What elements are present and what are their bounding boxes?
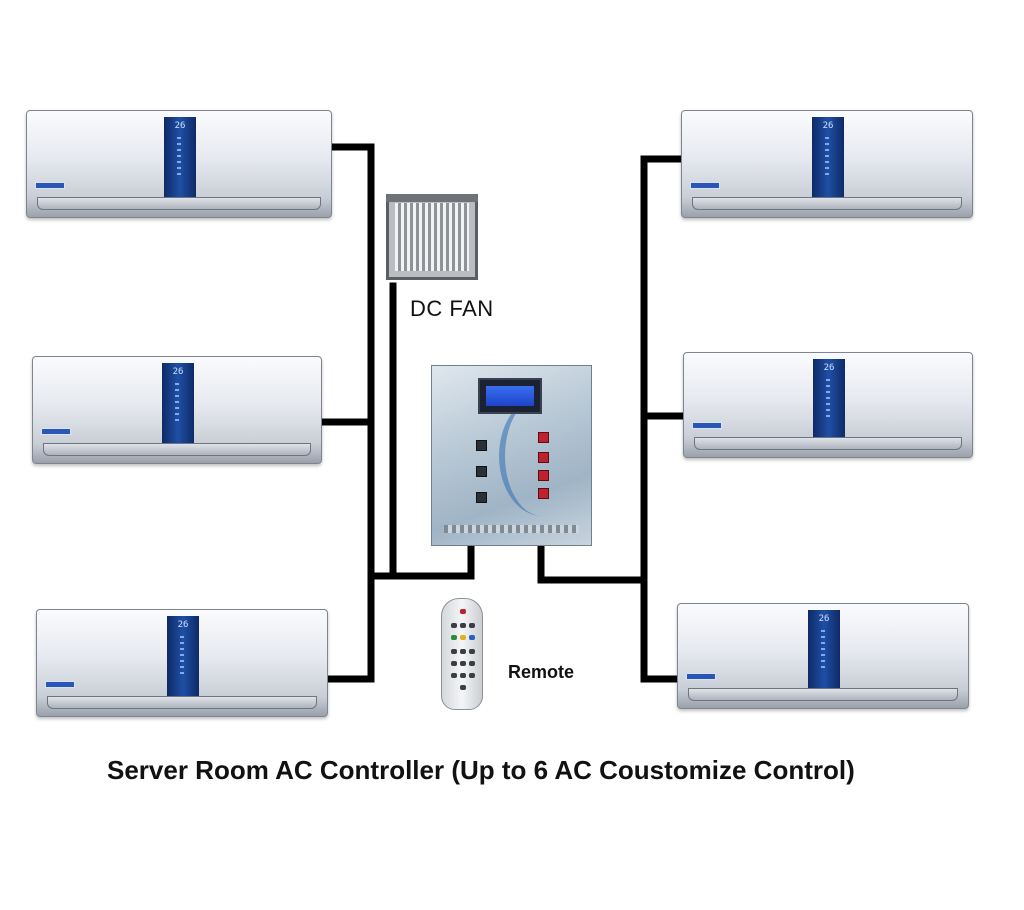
ac-indicator-lights [825,137,829,179]
remote-key [460,685,466,690]
ac-air-vent [688,688,958,701]
ac-brand-badge [692,422,722,429]
remote-key [451,635,457,640]
ac-temperature-readout: 26 [174,121,186,131]
controller-terminal-strip [444,525,579,533]
ac-temperature-readout: 26 [818,614,830,624]
remote-key [469,635,475,640]
ac-air-vent [694,437,962,450]
remote-key [451,623,457,628]
remote-key [451,649,457,654]
ac-brand-badge [686,673,716,680]
controller-button-2 [538,452,549,463]
wire-left-bus [320,143,475,683]
remote-key [460,635,466,640]
ac-air-vent [47,696,317,709]
ac-display-panel: 26 [813,359,845,437]
remote-key [469,661,475,666]
ac-temperature-readout: 26 [822,121,834,131]
ac-brand-badge [45,681,75,688]
ac-indicator-lights [821,630,825,672]
ac-brand-badge [35,182,65,189]
ac-indicator-lights [177,137,181,179]
ac-indicator-lights [826,379,830,421]
remote-control-image [441,598,483,710]
ac-air-vent [692,197,962,210]
ac-controller-box [431,365,592,546]
controller-lcd [478,378,542,414]
remote-key [460,673,466,678]
ac-display-panel: 26 [812,117,844,197]
remote-key [460,609,466,614]
remote-key [451,673,457,678]
ac-temperature-readout: 26 [823,363,835,373]
ac-unit-left-2: 26 [32,356,322,464]
controller-switch-2 [476,466,487,477]
ac-brand-badge [41,428,71,435]
remote-label: Remote [508,662,575,682]
ac-unit-left-3: 26 [36,609,328,717]
wire-right-bus [537,155,690,683]
dc-fan-image [386,194,478,280]
controller-decoration [499,396,585,516]
ac-temperature-readout: 26 [172,367,184,377]
remote-key [469,623,475,628]
ac-air-vent [37,197,321,210]
ac-display-panel: 26 [808,610,840,688]
remote-key [469,649,475,654]
controller-lcd-screen [486,386,534,406]
dc-fan-label: DC FAN [410,296,494,321]
remote-key [460,649,466,654]
remote-key [460,661,466,666]
ac-indicator-lights [175,383,179,425]
controller-switch-3 [476,492,487,503]
ac-temperature-readout: 26 [177,620,189,630]
remote-key [451,661,457,666]
ac-unit-left-1: 26 [26,110,332,218]
fan-frame [386,194,478,202]
remote-key [469,673,475,678]
ac-unit-right-3: 26 [677,603,969,709]
ac-unit-right-2: 26 [683,352,973,458]
remote-key [460,623,466,628]
ac-display-panel: 26 [162,363,194,443]
controller-switch-1 [476,440,487,451]
ac-display-panel: 26 [167,616,199,696]
fan-louvers-icon [395,203,469,271]
controller-button-3 [538,470,549,481]
controller-button-1 [538,432,549,443]
ac-unit-right-1: 26 [681,110,973,218]
diagram-title: Server Room AC Controller (Up to 6 AC Co… [107,755,855,785]
ac-indicator-lights [180,636,184,678]
ac-air-vent [43,443,311,456]
controller-button-4 [538,488,549,499]
ac-brand-badge [690,182,720,189]
ac-display-panel: 26 [164,117,196,197]
